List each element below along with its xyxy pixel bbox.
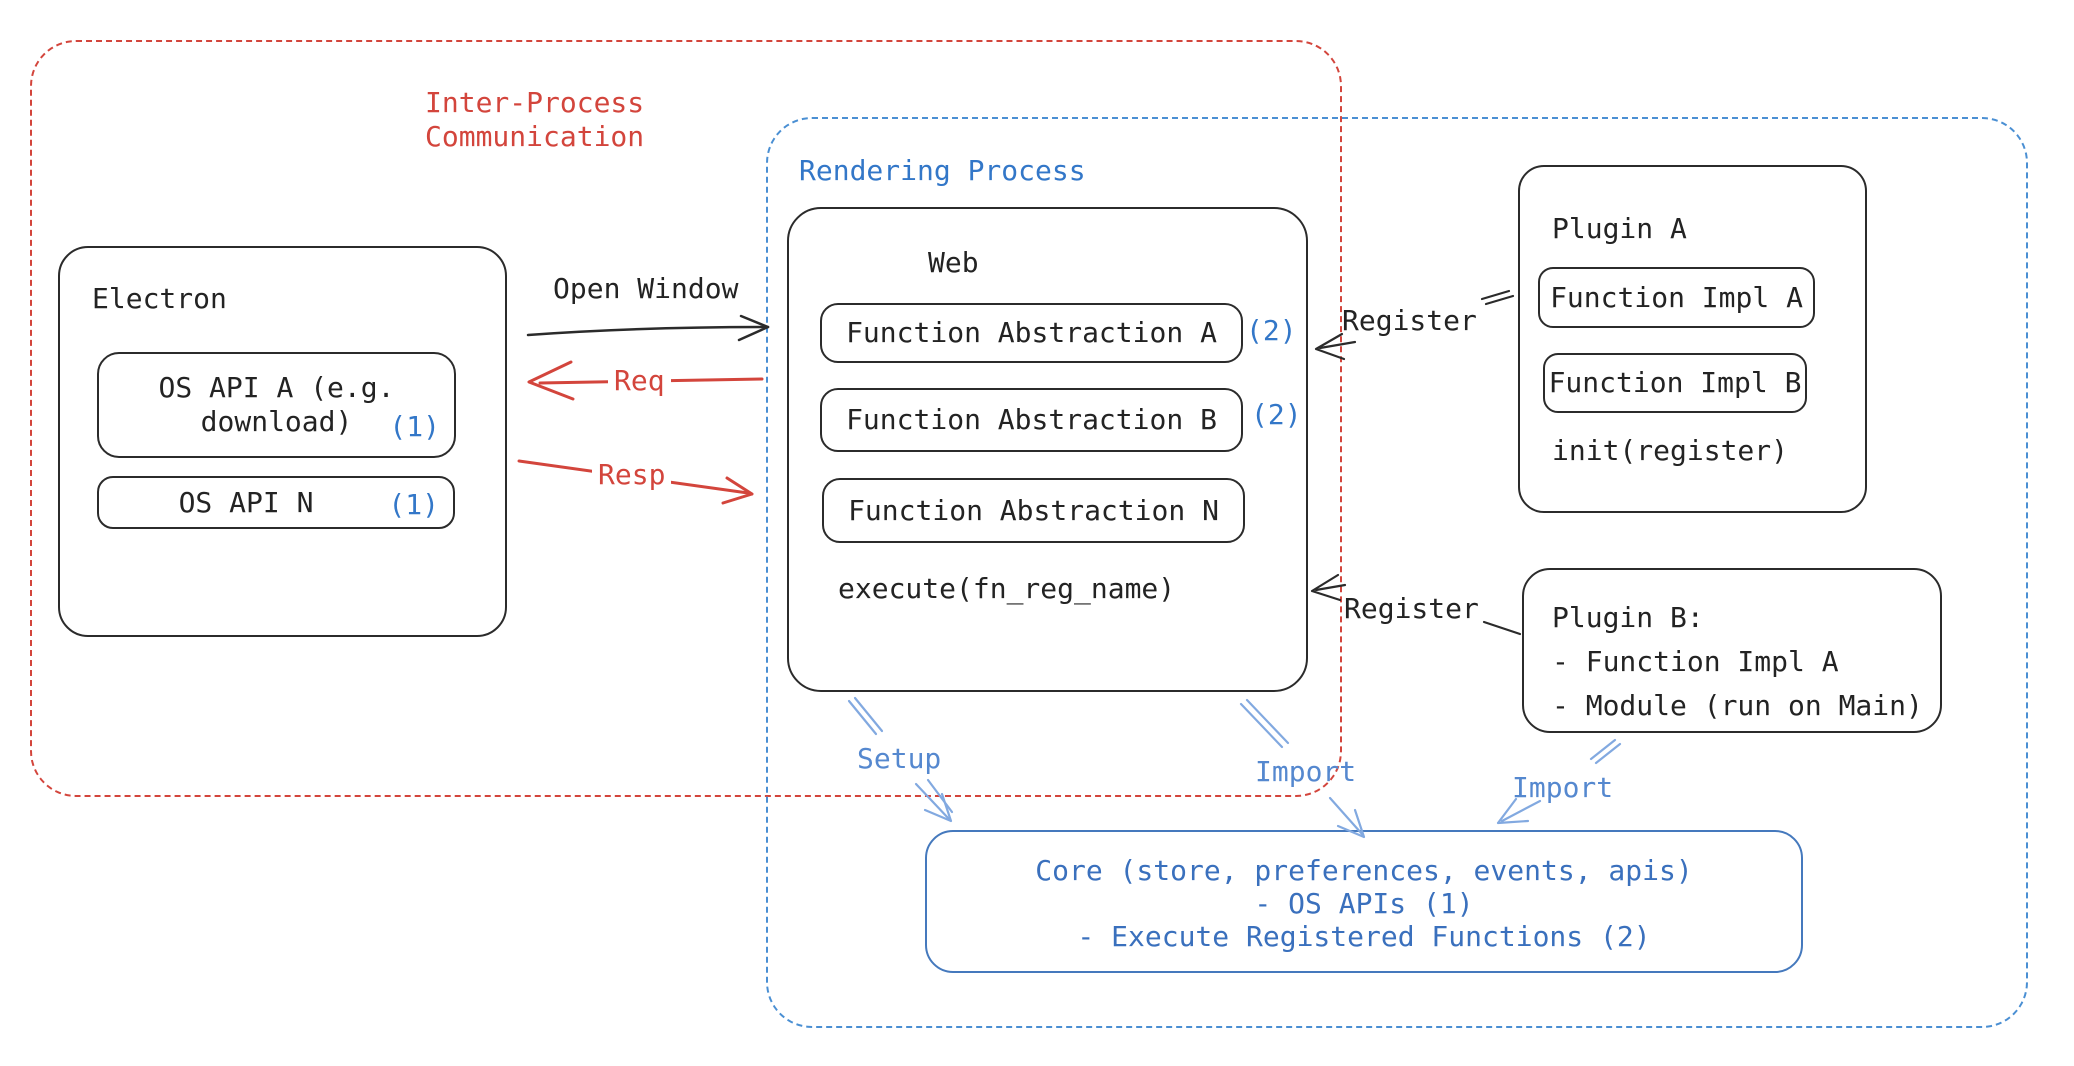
web-execute-label: execute(fn_reg_name) <box>838 572 1176 605</box>
os-api-a-ref: (1) <box>389 410 440 443</box>
plugin-b-box <box>1522 568 1942 733</box>
electron-box <box>58 246 507 637</box>
function-abstraction-n-box: Function Abstraction N <box>822 478 1245 543</box>
resp-label: Resp <box>592 458 672 492</box>
import-plugin-label: Import <box>1512 771 1614 804</box>
ipc-boundary <box>30 40 1342 797</box>
os-api-n-box: OS API N (1) <box>97 476 455 529</box>
core-line1: Core (store, preferences, events, apis) <box>1035 854 1693 887</box>
plugin-b-item1: - Function Impl A <box>1552 645 1839 678</box>
plugin-b-text: Plugin B: - Function Impl A - Module (run … <box>1552 596 1923 728</box>
function-abstraction-n-label: Function Abstraction N <box>848 493 1219 527</box>
web-box <box>787 207 1308 692</box>
plugin-a-init-label: init(register) <box>1552 434 1789 467</box>
plugin-a-impl-a-box: Function Impl A <box>1538 267 1815 328</box>
electron-title: Electron <box>92 282 227 315</box>
rendering-process-boundary <box>766 117 2028 1028</box>
function-abstraction-b-ref: (2) <box>1251 398 1302 431</box>
function-abstraction-b-box: Function Abstraction B <box>820 388 1243 452</box>
core-line2: - OS APIs (1) <box>1254 887 1474 920</box>
os-api-a-line1: OS API A (e.g. <box>158 371 395 404</box>
open-window-label: Open Window <box>553 272 739 305</box>
plugin-b-title: Plugin B: <box>1552 601 1704 634</box>
os-api-n-ref: (1) <box>388 488 439 521</box>
req-label: Req <box>608 364 671 398</box>
os-api-a-line2: download) <box>200 405 353 438</box>
ipc-title-line2: Communication <box>425 120 645 153</box>
setup-label: Setup <box>857 742 942 775</box>
rendering-process-title: Rendering Process <box>799 154 1086 187</box>
function-abstraction-a-ref: (2) <box>1246 314 1297 347</box>
function-abstraction-a-box: Function Abstraction A <box>820 303 1243 363</box>
core-line3: - Execute Registered Functions (2) <box>1077 920 1651 953</box>
plugin-a-title: Plugin A <box>1552 212 1687 245</box>
function-abstraction-a-label: Function Abstraction A <box>846 316 1217 349</box>
register-bottom-label: Register <box>1344 592 1479 625</box>
plugin-a-impl-a-label: Function Impl A <box>1550 280 1803 314</box>
ipc-title-line1: Inter-Process <box>425 86 645 119</box>
plugin-a-impl-b-box: Function Impl B <box>1543 353 1807 413</box>
plugin-b-item2: - Module (run on Main) <box>1552 689 1923 722</box>
os-api-n-label: OS API N <box>178 485 314 519</box>
core-text: Core (store, preferences, events, apis)-… <box>925 854 1803 953</box>
plugin-a-impl-b-label: Function Impl B <box>1548 366 1802 399</box>
register-top-label: Register <box>1342 304 1477 337</box>
function-abstraction-b-label: Function Abstraction B <box>846 403 1217 436</box>
web-title: Web <box>928 246 979 279</box>
import-web-label: Import <box>1255 755 1357 788</box>
os-api-a-box: OS API A (e.g. download) (1) <box>97 352 456 458</box>
plugin-a-box <box>1518 165 1867 513</box>
